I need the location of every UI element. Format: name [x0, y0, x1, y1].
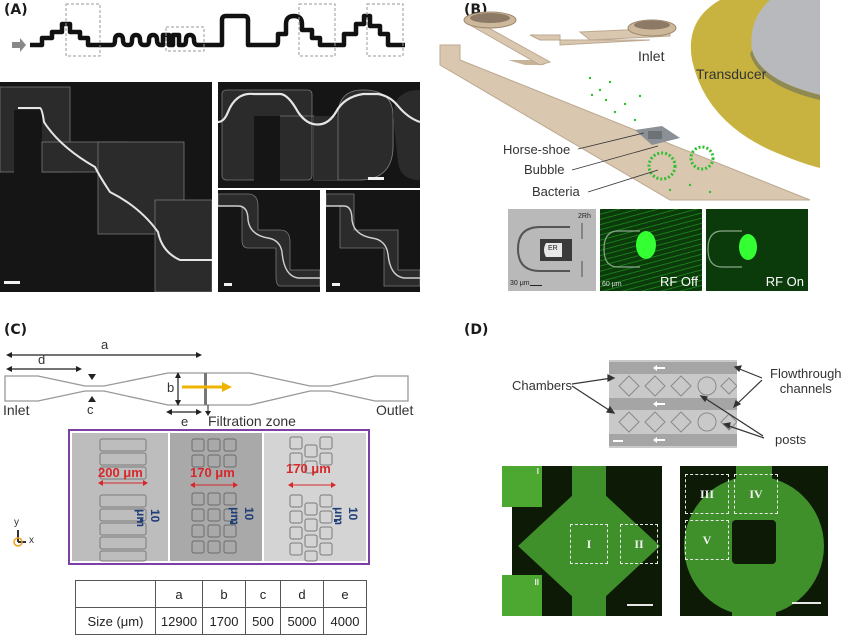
scale-label: 60 μm [602, 281, 622, 288]
flowthrough-line2: channels [779, 381, 832, 396]
fluorescence-round-chamber: III IV V [680, 466, 828, 616]
scale-bar [368, 177, 384, 180]
micrograph-rf-off: 60 μm RF Off [600, 209, 702, 291]
rf-on-label: RF On [765, 274, 804, 289]
callout-bacteria: Bacteria [532, 184, 580, 199]
micrograph-staggered-pillars: 170 μm 10 μm [264, 433, 366, 562]
scale-bar [530, 285, 542, 286]
pillar-grid [289, 436, 333, 562]
scale-bar [332, 283, 340, 286]
table-row: Size (μm) 12900 1700 500 5000 4000 [75, 607, 367, 635]
scale-bar [4, 281, 20, 284]
filter-micrograph-frame: 200 μm 10 μm 170 μm 10 μm [68, 429, 370, 565]
table-cell: 1700 [202, 607, 246, 635]
zoom-box [165, 26, 205, 52]
dim-c-label: c [87, 402, 94, 417]
xy-axes-icon [13, 530, 26, 547]
radius-annotation: 2Rh [578, 213, 591, 220]
inset-label: II [534, 578, 539, 587]
inset-i: I [502, 466, 542, 507]
table-header-cell: e [323, 580, 367, 608]
channel-schematic [12, 3, 405, 57]
panel-a-label: (A) [4, 2, 28, 18]
roi-box-iii: III [685, 474, 729, 514]
width-label: 170 μm [286, 461, 331, 476]
dim-b-label: b [167, 380, 175, 395]
table-header-row: a b c d e [75, 580, 367, 608]
table-cell: 12900 [155, 607, 203, 635]
gap-label: 10 μm [134, 509, 162, 528]
roi-box-iv: IV [734, 474, 778, 514]
rf-off-label: RF Off [659, 274, 698, 289]
roi-box-ii: II [620, 524, 658, 564]
micrograph-serpentine [218, 82, 420, 188]
scale-bar [224, 283, 232, 286]
roi-box-v: V [685, 520, 729, 560]
table-cell: Size (μm) [75, 607, 156, 635]
dimensions-table: a b c d e Size (μm) 12900 1700 500 5000 … [75, 580, 367, 635]
zoom-box [366, 3, 404, 57]
inset-ii: II [502, 575, 542, 616]
bacteria-particles [588, 76, 715, 194]
callout-horse-shoe: Horse-shoe [503, 142, 571, 157]
transducer-label: Transducer [696, 66, 767, 82]
table-header-cell: d [280, 580, 324, 608]
micrograph-curved-2 [326, 190, 420, 292]
callout-bubble: Bubble [524, 162, 565, 177]
chip-channel [439, 44, 811, 201]
filter-channel-schematic [4, 352, 409, 416]
table-cell: 5000 [280, 607, 324, 635]
er-annotation: ER [548, 245, 558, 252]
axis-y-label: y [14, 517, 19, 528]
table-header-cell: c [245, 580, 281, 608]
inlet-label: Inlet [638, 48, 665, 64]
table-cell: 500 [245, 607, 281, 635]
table-header-cell: b [202, 580, 246, 608]
width-label: 200 μm [98, 465, 143, 480]
channel-path [30, 13, 405, 48]
gap-label: 10 μm [332, 507, 360, 526]
micrograph-square-pillars: 170 μm 10 μm [170, 433, 262, 561]
posts-label: posts [775, 432, 807, 447]
width-label: 170 μm [190, 465, 235, 480]
inlet-arrow-icon [12, 38, 26, 52]
table-cell: 4000 [323, 607, 367, 635]
filtration-zone-label: Filtration zone [208, 413, 296, 429]
axis-x-label: x [29, 535, 34, 546]
acoustic-device-illustration [439, 0, 820, 201]
panel-c-label: (C) [4, 322, 28, 338]
dim-e-label: e [181, 414, 189, 429]
micrograph-rectangular-pillars: 200 μm 10 μm [72, 433, 168, 562]
inset-label: I [536, 467, 539, 476]
micrograph-stepped-channel [0, 82, 212, 292]
outlet-label: Outlet [376, 402, 414, 418]
panel-d-label: (D) [464, 322, 489, 338]
micrograph-rf-on: RF On [706, 209, 808, 291]
zoom-box [298, 3, 336, 57]
pillar-grid [191, 438, 237, 554]
roi-box-i: I [570, 524, 608, 564]
flow-direction-arrows [653, 365, 665, 443]
flowthrough-line1: Flowthrough [770, 366, 842, 381]
dim-a-label: a [101, 337, 109, 352]
chambers-label: Chambers [512, 378, 572, 393]
scale-label: 30 μm [510, 280, 530, 287]
zoom-box [65, 3, 101, 57]
gap-label: 10 μm [228, 507, 256, 526]
inlet-label: Inlet [3, 402, 30, 418]
dim-d-label: d [38, 352, 46, 367]
flowthrough-channels-label: Flowthrough channels [770, 366, 842, 396]
table-header-cell: a [155, 580, 203, 608]
micrograph-horseshoe-brightfield: 2Rh ER 30 μm [508, 209, 596, 291]
chamber-array-micrograph [609, 360, 737, 448]
scale-bar [613, 440, 623, 442]
central-post [732, 520, 776, 564]
table-header-cell [75, 580, 156, 608]
micrograph-curved-1 [218, 190, 320, 292]
